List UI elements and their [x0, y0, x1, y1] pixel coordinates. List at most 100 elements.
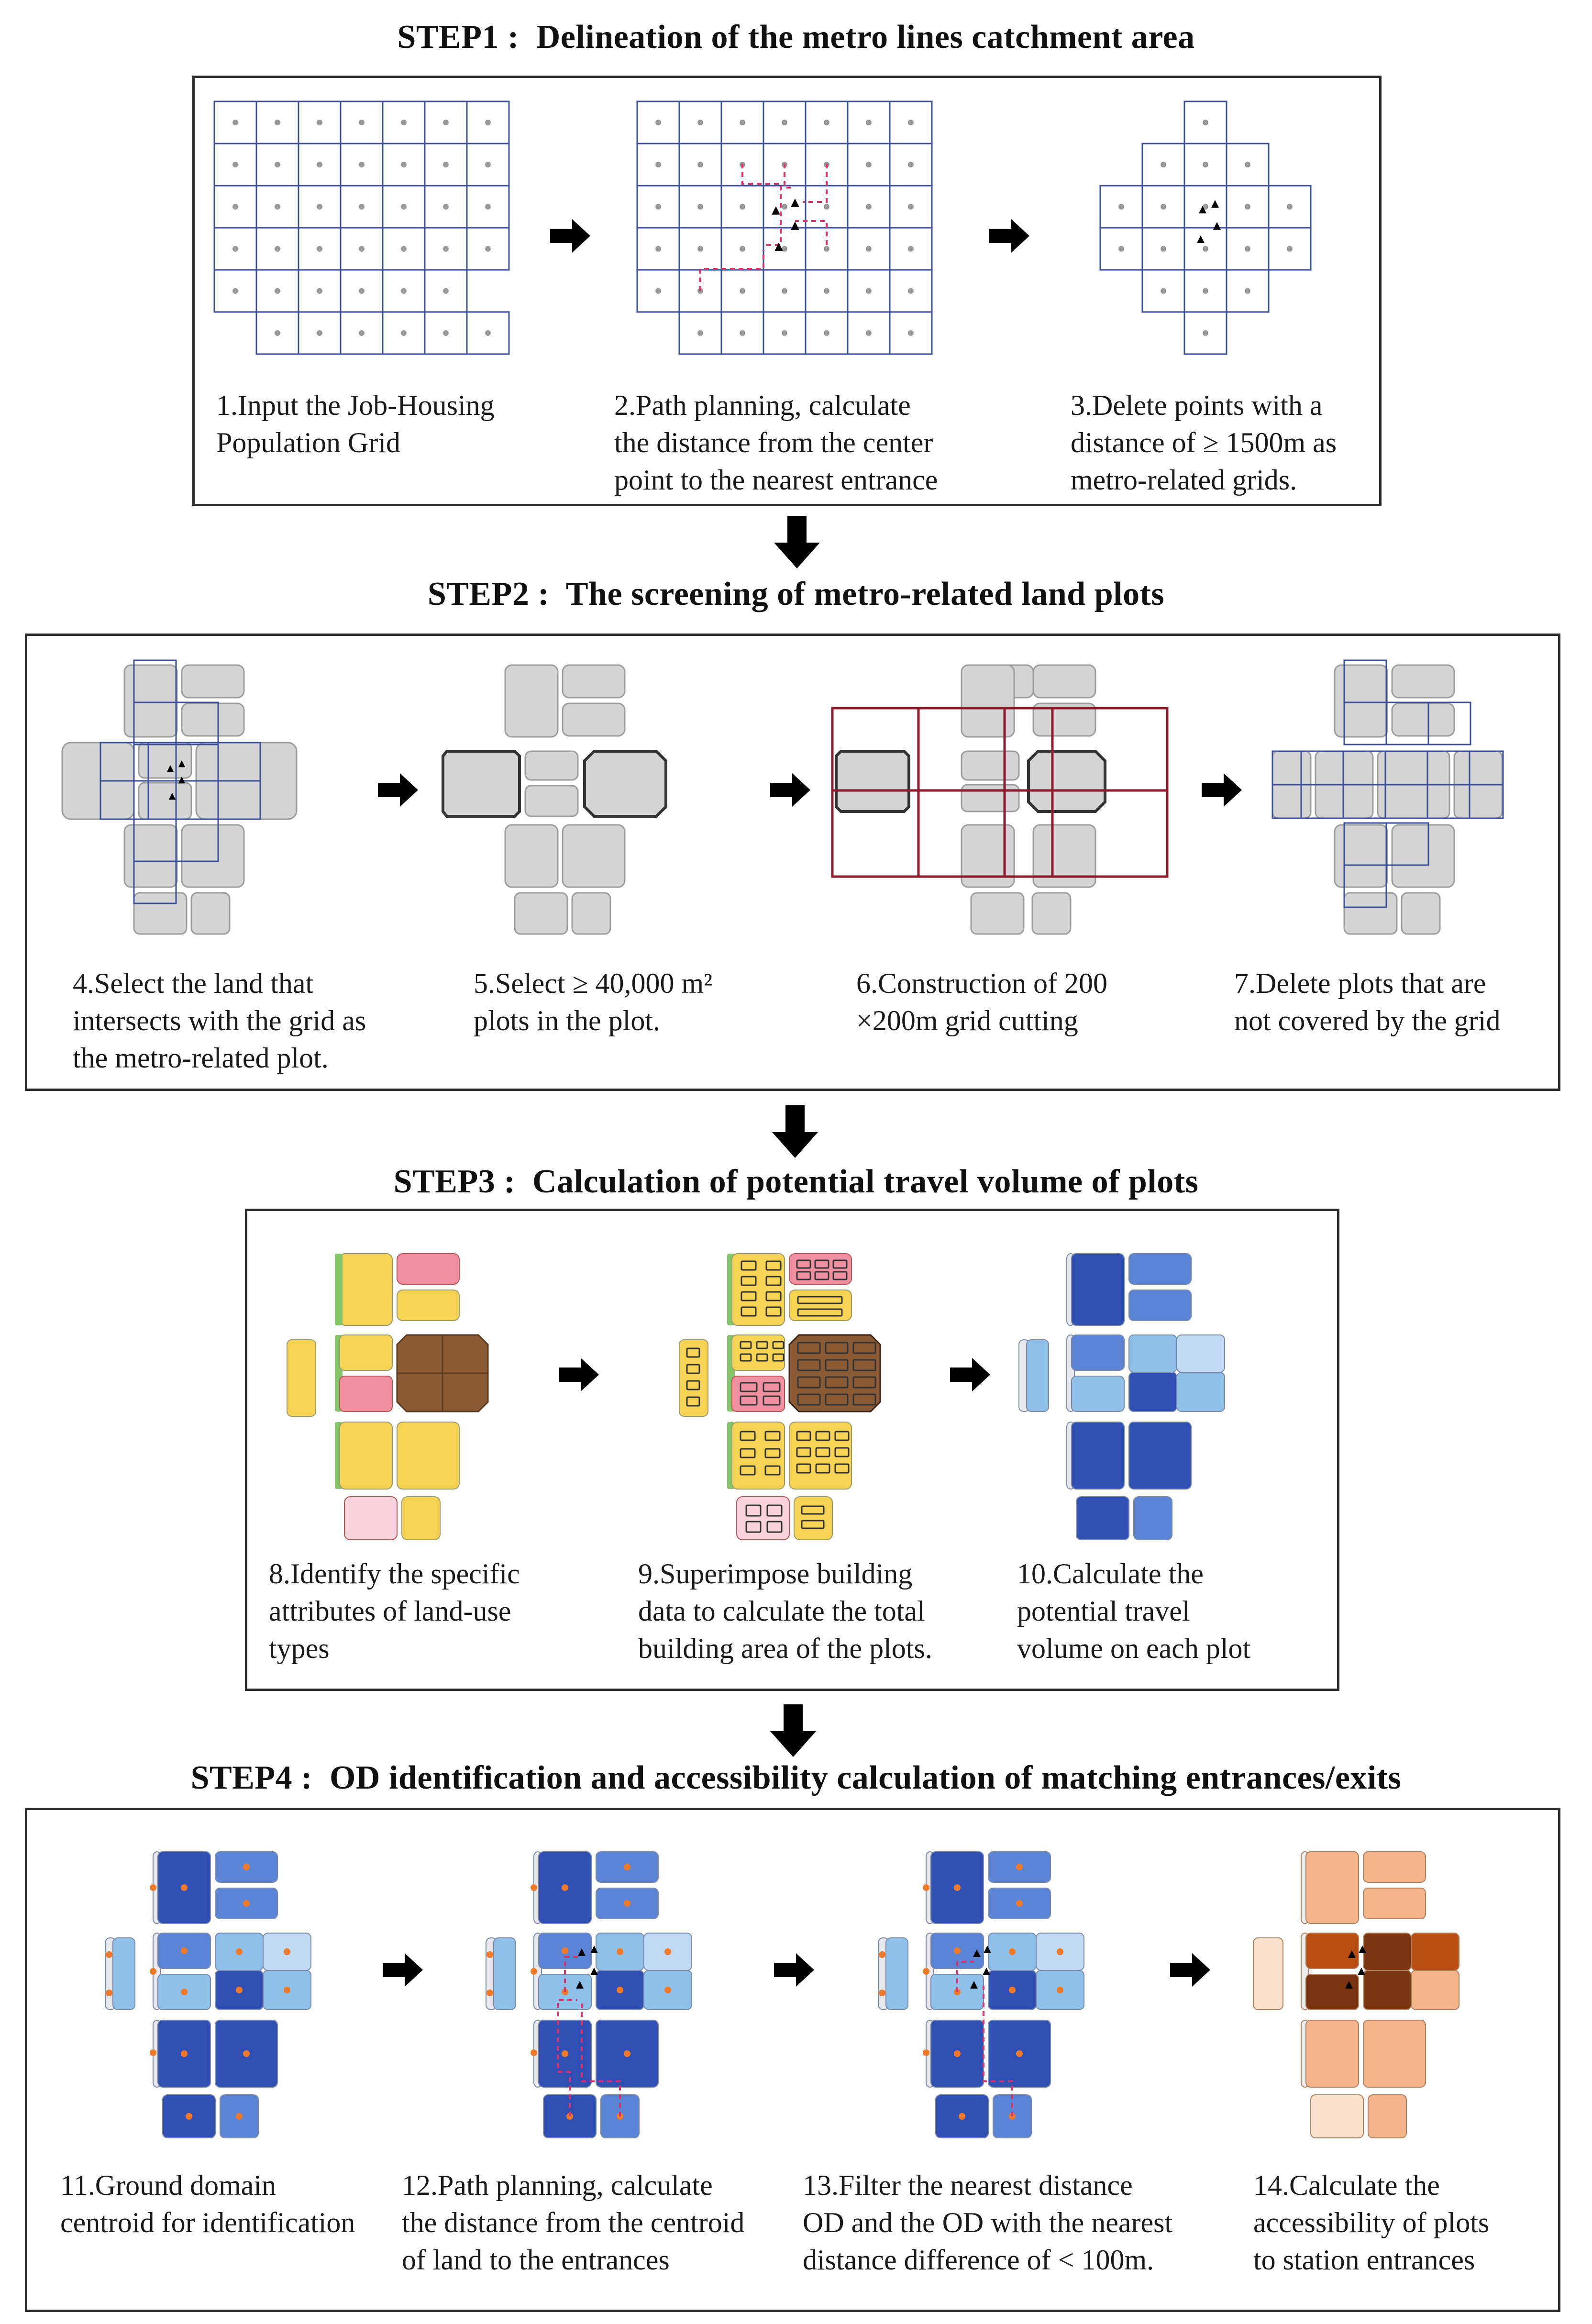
building-footprint: [834, 1463, 850, 1474]
route-path: [699, 250, 764, 291]
step2-frame: [25, 634, 1560, 1091]
land-plot: [138, 742, 192, 779]
building-footprint: [766, 1521, 783, 1533]
entrance-marker-icon: [178, 760, 186, 767]
entrance-marker-icon: [178, 777, 186, 784]
land-plot: [1031, 892, 1072, 935]
grid-center-dot: [401, 204, 407, 210]
centroid-dot: [1016, 2050, 1023, 2057]
entrance-marker-icon: [1199, 206, 1206, 213]
residential-plot: [397, 1422, 460, 1490]
step1-caption-3: 3.Delete points with a distance of ≥ 150…: [1071, 389, 1337, 496]
grid-center-dot: [1245, 204, 1250, 210]
building-footprint: [686, 1364, 700, 1374]
land-plot: [504, 824, 559, 888]
centroid-dot: [106, 1951, 112, 1958]
centroid-dot: [243, 2050, 250, 2057]
building-footprint: [814, 1271, 829, 1280]
building-footprint: [765, 1306, 782, 1317]
grid-center-dot: [232, 162, 238, 167]
centroid-dot: [486, 1990, 493, 1996]
land-plot: [1334, 824, 1388, 888]
route-path: [557, 1999, 577, 2116]
building-footprint: [740, 1431, 756, 1441]
step4-panel4-accessibility: [1253, 1851, 1459, 2138]
land-plot: [1032, 664, 1096, 699]
land-plot: [524, 750, 579, 781]
entrance-marker-icon: [970, 1981, 978, 1989]
building-footprint: [766, 1504, 783, 1517]
right-arrow-icon: [989, 219, 1029, 253]
grid-center-dot: [275, 162, 280, 167]
step3-panel2-buildings: [679, 1253, 881, 1540]
grid-center-dot: [908, 162, 914, 167]
building-footprint: [796, 1447, 811, 1457]
grid-center-dot: [1245, 288, 1250, 294]
building-footprint: [825, 1342, 849, 1354]
residential-plot: [339, 1422, 393, 1490]
building-footprint: [745, 1504, 762, 1517]
entrance-marker-icon: [984, 1946, 991, 1953]
grid-overlay-cell: [1343, 864, 1387, 908]
grid-center-dot: [359, 204, 365, 210]
residential-plot: [731, 1253, 785, 1326]
grid-center-dot: [317, 120, 322, 125]
grid-cell: [213, 227, 257, 271]
entrance-marker-icon: [791, 222, 799, 230]
grid-center-dot: [317, 288, 322, 294]
large-plot: [1027, 750, 1106, 813]
building-footprint: [741, 1306, 757, 1317]
accessibility-plot: [1363, 1933, 1412, 1971]
travel-volume-plot: [1128, 1253, 1192, 1285]
step3-caption-9: 9.Superimpose building data to calculate…: [638, 1558, 932, 1664]
grid-center-dot: [1203, 288, 1208, 294]
grid-center-dot: [824, 246, 829, 252]
land-plot: [571, 892, 611, 935]
building-footprint: [815, 1463, 830, 1474]
accessibility-plot: [1253, 1937, 1283, 2010]
centroid-dot: [150, 2049, 156, 2056]
building-footprint: [797, 1296, 843, 1304]
entrance-marker-icon: [791, 199, 799, 207]
step1-panel2-grid: [636, 100, 933, 355]
accessibility-plot: [1305, 1974, 1359, 2010]
building-footprint: [740, 1382, 758, 1392]
travel-volume-plot: [1128, 1422, 1192, 1490]
building-footprint: [797, 1342, 821, 1354]
land-plot: [514, 892, 568, 935]
step2-caption-5: 5.Select ≥ 40,000 m² plots in the plot.: [474, 967, 713, 1036]
step2-caption-7: 7.Delete plots that are not covered by t…: [1234, 967, 1501, 1036]
land-plot: [524, 785, 579, 817]
grid-center-dot: [866, 162, 872, 167]
right-arrow-icon: [774, 1953, 814, 1987]
land-plot: [1032, 702, 1096, 737]
entrance-marker-icon: [983, 1968, 990, 1975]
grid-center-dot: [1118, 204, 1124, 210]
land-plot: [1343, 892, 1398, 935]
right-arrow-icon: [950, 1358, 990, 1391]
building-footprint: [801, 1520, 825, 1529]
grid-center-dot: [275, 330, 280, 336]
centroid-dot: [954, 2050, 961, 2057]
grid-center-dot: [697, 162, 703, 167]
entrance-marker-icon: [1345, 1981, 1353, 1989]
grid-center-dot: [317, 246, 322, 252]
step2-panel2-plots: [442, 664, 667, 935]
travel-volume-plot: [1071, 1376, 1125, 1412]
land-plot: [1032, 824, 1096, 888]
centroid-dot: [664, 1948, 671, 1955]
centroid-dot: [181, 2050, 188, 2057]
down-arrow-icon: [774, 516, 820, 568]
building-footprint: [834, 1431, 850, 1441]
grid-center-dot: [782, 204, 787, 210]
centroid-dot: [186, 2113, 192, 2120]
grid-overlay-cell: [217, 780, 261, 820]
centroid-dot: [150, 1884, 156, 1891]
building-footprint: [765, 1260, 782, 1271]
accessibility-plot: [1411, 1970, 1459, 2010]
large-plot: [835, 750, 910, 813]
building-footprint: [741, 1276, 757, 1286]
building-footprint: [765, 1276, 782, 1286]
travel-volume-plot: [1071, 1253, 1125, 1326]
entrance-marker-icon: [1197, 235, 1205, 243]
